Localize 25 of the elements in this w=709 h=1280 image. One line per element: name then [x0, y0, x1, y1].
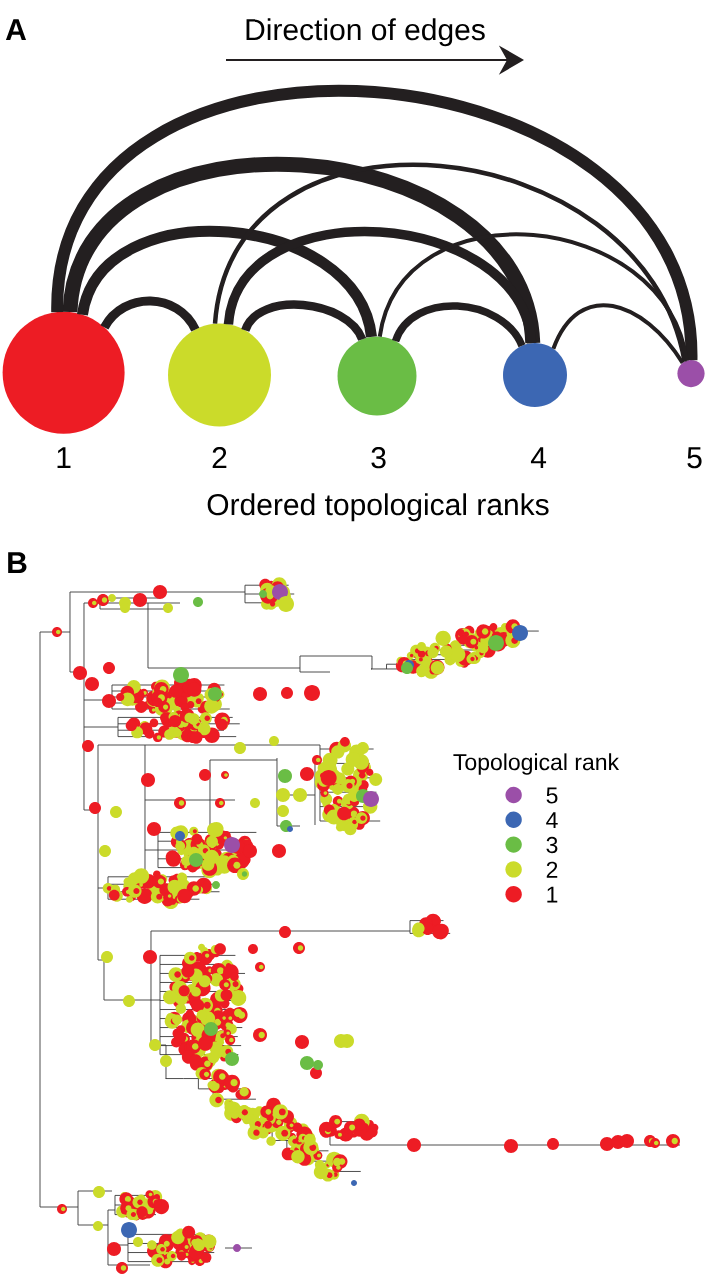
panel-letter: A	[5, 19, 27, 40]
arc	[62, 157, 541, 345]
legend-label: 4	[546, 812, 558, 829]
rank-number: 2	[212, 447, 227, 468]
rank-number: 3	[371, 447, 386, 469]
rank-number: 1	[57, 447, 71, 468]
legend-label: 2	[546, 861, 558, 878]
rank-number: 4	[530, 447, 547, 468]
axis-title: Ordered topological ranks	[207, 493, 549, 522]
arc	[77, 226, 377, 339]
arc	[241, 300, 366, 342]
arc	[377, 233, 689, 362]
legend-title: Topological rank	[453, 753, 620, 775]
arrow-caption: Direction of edges	[246, 18, 485, 47]
arc	[392, 302, 526, 348]
panel-letter: B	[8, 552, 27, 573]
arc	[223, 227, 537, 345]
arc	[551, 303, 685, 365]
legend-label: 1	[547, 886, 558, 903]
arc	[51, 86, 698, 361]
arc	[212, 163, 687, 363]
rank-number: 5	[687, 447, 702, 469]
legend-label: 3	[546, 836, 558, 854]
arc	[100, 296, 200, 332]
legend-label: 5	[546, 787, 558, 804]
